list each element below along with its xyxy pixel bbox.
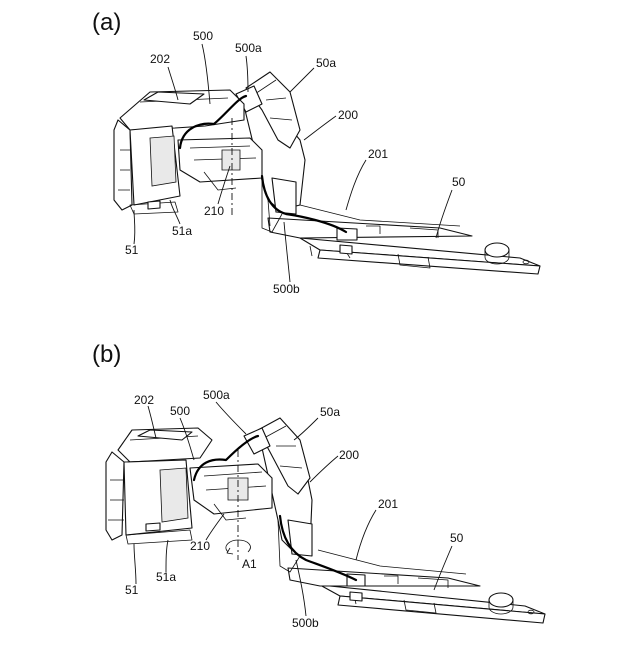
ref-51a: 51a [172,224,192,238]
block-202-b [118,428,212,462]
ref-50a-b: 50a [320,405,340,419]
panel-b: (b) [92,341,545,630]
ref-51: 51 [125,243,139,257]
ref-500a: 500a [235,41,262,55]
ref-202: 202 [150,52,170,66]
ref-50a: 50a [316,56,336,70]
ref-51a-b: 51a [156,570,176,584]
shaft-210 [178,118,262,218]
housing-51-b [106,452,192,544]
ref-210-b: 210 [190,539,210,553]
ref-500b: 500b [273,282,300,296]
block-202 [120,90,244,130]
ref-201: 201 [368,147,388,161]
ref-51-b: 51 [125,583,139,597]
panel-label-a: (a) [92,9,121,36]
ref-A1-b: A1 [242,557,257,571]
housing-51 [114,120,180,214]
panel-label-b: (b) [92,341,121,368]
ref-202-b: 202 [134,393,154,407]
ref-500a-b: 500a [203,388,230,402]
ref-500b-b: 500b [292,616,319,630]
plate-50-b [320,585,545,623]
ref-500: 500 [193,29,213,43]
ref-201-b: 201 [378,497,398,511]
ref-500-b: 500 [170,404,190,418]
ref-200-b: 200 [339,448,359,462]
rotation-arrowhead [227,548,233,554]
ref-210: 210 [204,204,224,218]
ref-50-b: 50 [450,531,464,545]
ref-200: 200 [338,108,358,122]
plate-50 [300,238,540,274]
panel-a: (a) [92,9,540,296]
ref-50: 50 [452,175,466,189]
